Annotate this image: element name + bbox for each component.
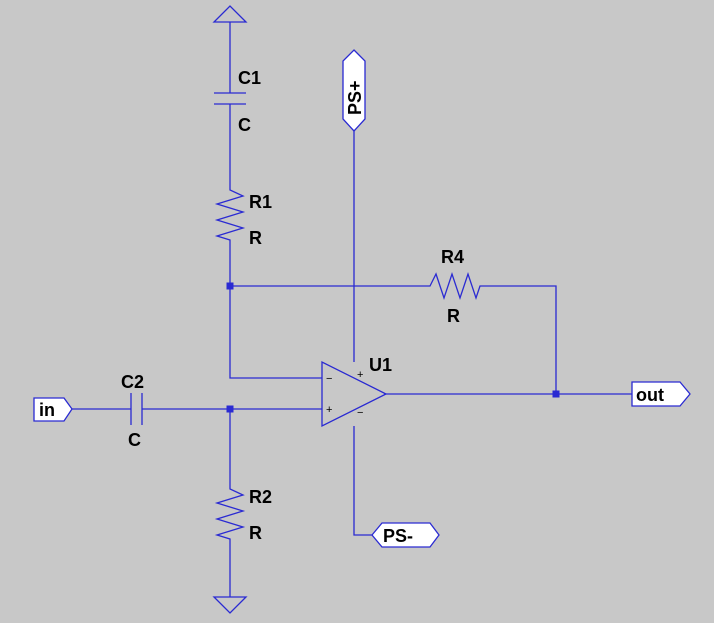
- capacitor-c2[interactable]: C2 C: [121, 372, 144, 450]
- r4-value-label: R: [447, 306, 460, 326]
- net-label-in[interactable]: in: [33, 397, 73, 422]
- opamp-minus-input-sign: −: [326, 373, 332, 385]
- net-flag: [342, 49, 366, 132]
- c1-ref-label: C1: [238, 68, 261, 88]
- opamp-plus-supply-sign: +: [357, 369, 363, 381]
- net-label-ps-plus-text: PS+: [345, 80, 365, 115]
- junction-dot: [552, 390, 560, 398]
- junctions: [226, 282, 560, 413]
- resistor-zigzag: [214, 482, 246, 544]
- r1-value-label: R: [249, 228, 262, 248]
- net-label-out-text: out: [636, 385, 664, 405]
- opamp-plus-input-sign: +: [326, 404, 332, 416]
- capacitor-c1[interactable]: C1 C: [214, 68, 261, 135]
- resistor-r4[interactable]: R4 R: [424, 247, 486, 326]
- wire: [353, 426, 372, 536]
- wire: [229, 286, 322, 379]
- ground-symbol-top: [212, 5, 248, 23]
- resistor-r2[interactable]: R2 R: [214, 482, 272, 544]
- r2-value-label: R: [249, 523, 262, 543]
- net-label-in-text: in: [39, 400, 55, 420]
- resistor-r1[interactable]: R1 R: [214, 183, 272, 248]
- u1-ref-label: U1: [369, 355, 392, 375]
- net-flag: [631, 381, 691, 407]
- junction-dot: [226, 282, 234, 290]
- r4-ref-label: R4: [441, 247, 464, 267]
- junction-dot: [226, 405, 234, 413]
- resistor-zigzag: [424, 271, 486, 301]
- r1-ref-label: R1: [249, 192, 272, 212]
- net-label-ps-minus-text: PS-: [383, 526, 413, 546]
- net-label-out[interactable]: out: [631, 381, 691, 407]
- c2-ref-label: C2: [121, 372, 144, 392]
- net-flag: [33, 397, 73, 422]
- opamp-minus-supply-sign: −: [357, 407, 363, 419]
- opamp-triangle: [321, 360, 388, 428]
- net-flag: [371, 522, 440, 548]
- c1-value-label: C: [238, 115, 251, 135]
- net-label-ps-minus[interactable]: PS-: [371, 522, 440, 548]
- ground-symbol-bottom: [212, 596, 248, 614]
- resistor-zigzag: [214, 183, 246, 245]
- net-label-ps-plus[interactable]: PS+: [342, 49, 366, 132]
- opamp-u1[interactable]: U1 − + + −: [321, 355, 392, 428]
- wire: [486, 285, 557, 394]
- r2-ref-label: R2: [249, 487, 272, 507]
- c2-value-label: C: [128, 430, 141, 450]
